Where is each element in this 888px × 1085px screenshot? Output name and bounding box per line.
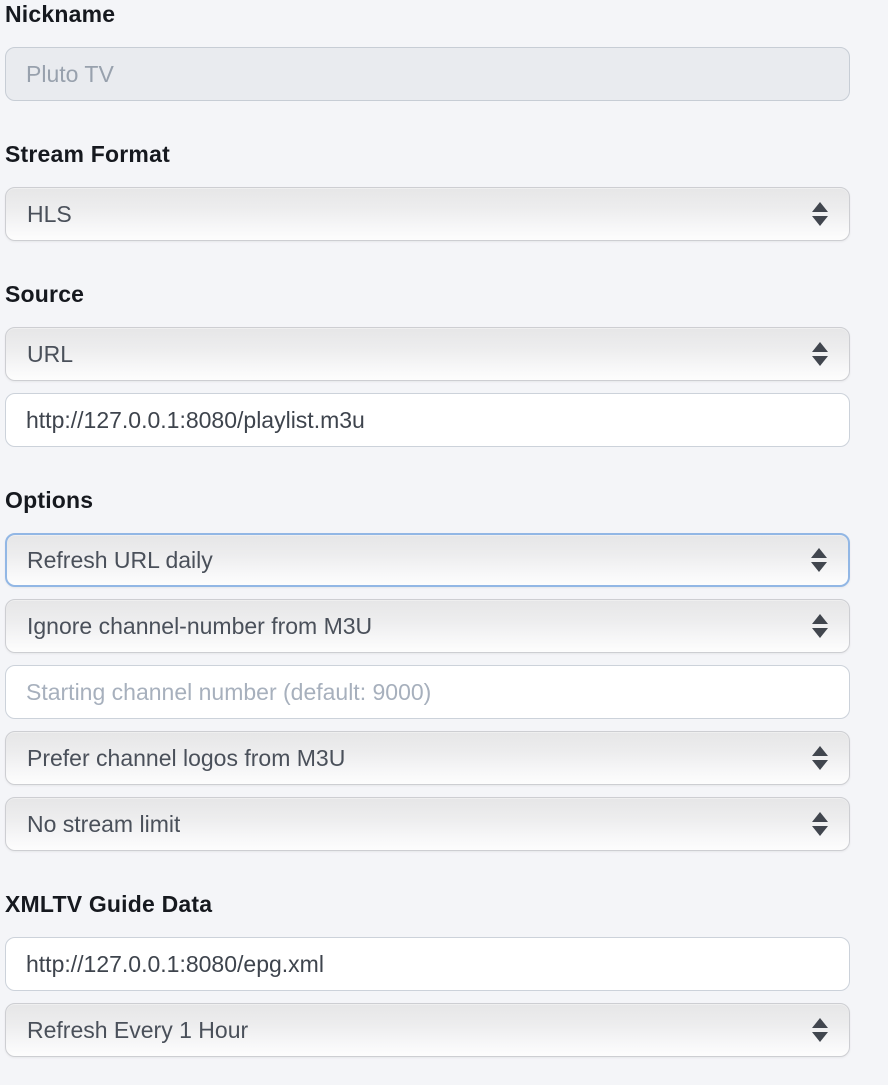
stream-format-select[interactable]: HLS — [5, 187, 850, 241]
select-arrows-icon — [811, 548, 827, 572]
section-heading-source: Source — [5, 281, 85, 307]
channel-logos-select-value: Prefer channel logos from M3U — [27, 744, 346, 771]
section-heading-stream-format: Stream Format — [5, 141, 170, 167]
select-arrows-icon — [812, 746, 828, 770]
select-arrows-icon — [812, 342, 828, 366]
xmltv-refresh-select[interactable]: Refresh Every 1 Hour — [5, 1003, 850, 1057]
xmltv-refresh-select-value: Refresh Every 1 Hour — [27, 1016, 249, 1043]
select-arrows-icon — [812, 614, 828, 638]
channel-number-select[interactable]: Ignore channel-number from M3U — [5, 599, 850, 653]
xmltv-url-input[interactable] — [5, 937, 850, 991]
section-heading-nickname: Nickname — [5, 1, 116, 27]
select-arrows-icon — [812, 1018, 828, 1042]
section-heading-options: Options — [5, 487, 94, 513]
starting-channel-input[interactable] — [5, 665, 850, 719]
source-url-input[interactable] — [5, 393, 850, 447]
channel-number-select-value: Ignore channel-number from M3U — [27, 612, 373, 639]
refresh-url-select[interactable]: Refresh URL daily — [5, 533, 850, 587]
source-type-select[interactable]: URL — [5, 327, 850, 381]
select-arrows-icon — [812, 202, 828, 226]
channel-logos-select[interactable]: Prefer channel logos from M3U — [5, 731, 850, 785]
stream-limit-select[interactable]: No stream limit — [5, 797, 850, 851]
nickname-input — [5, 47, 850, 101]
section-heading-xmltv-guide-data: XMLTV Guide Data — [5, 891, 213, 917]
refresh-url-select-value: Refresh URL daily — [27, 546, 213, 573]
stream-limit-select-value: No stream limit — [27, 810, 181, 837]
select-arrows-icon — [812, 812, 828, 836]
stream-format-select-value: HLS — [27, 200, 72, 227]
source-type-select-value: URL — [27, 340, 74, 367]
